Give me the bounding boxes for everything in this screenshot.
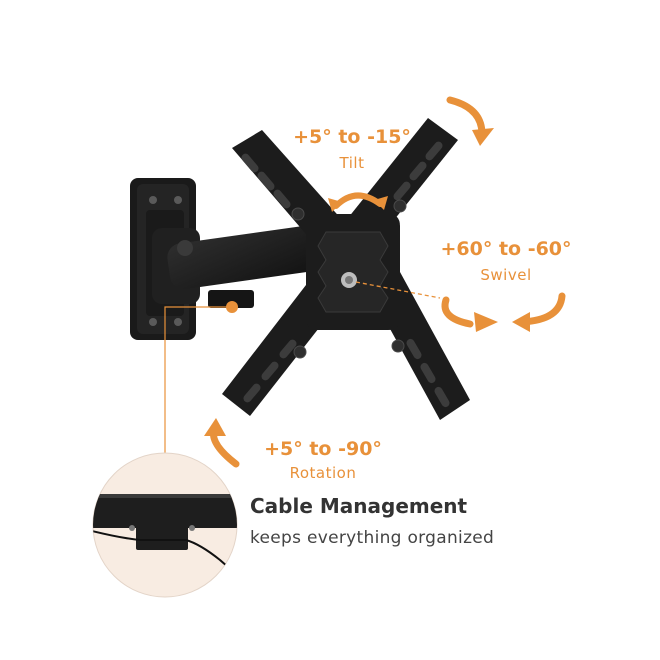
- hub-details: [291, 199, 407, 359]
- cable-management-title: Cable Management: [250, 494, 468, 518]
- swivel-range-label: +60° to -60°: [440, 238, 572, 260]
- cable-management-subtitle: keeps everything organized: [250, 528, 495, 548]
- tilt-label: Tilt: [339, 154, 365, 172]
- rotation-arrow-icon: [204, 418, 240, 468]
- articulating-arm: [152, 224, 329, 308]
- rotation-label: Rotation: [289, 464, 357, 482]
- vesa-slots: [241, 141, 450, 408]
- swivel-axis-line: [355, 281, 441, 299]
- tilt-arrow-icon: [446, 96, 494, 146]
- tilt-range-label: +5° to -15°: [293, 126, 411, 148]
- rotation-range-label: +5° to -90°: [264, 438, 382, 460]
- callout-line: [164, 306, 232, 455]
- cable-management-inset: [92, 452, 238, 598]
- tilt-hub-arrow-icon: [328, 192, 388, 212]
- swivel-label: Swivel: [480, 266, 532, 284]
- swivel-arrow-icon: [441, 292, 566, 332]
